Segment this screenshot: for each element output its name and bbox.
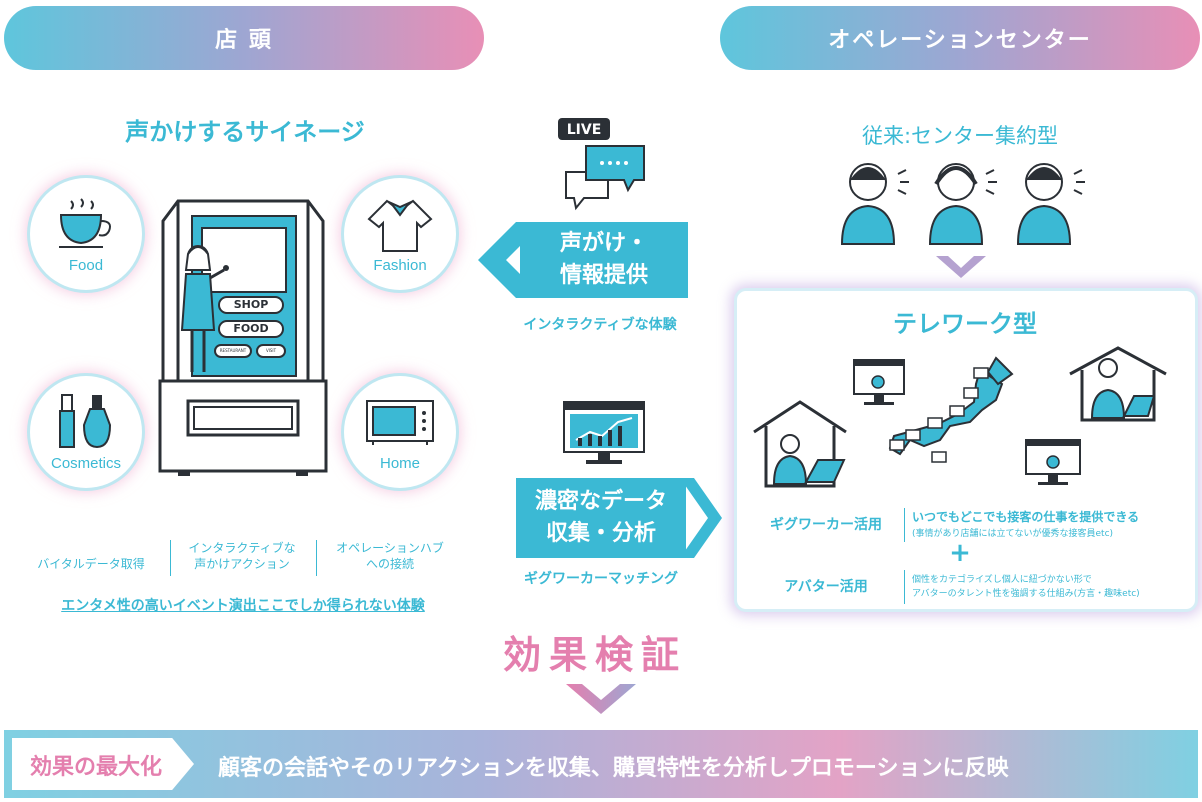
gig-main-text: いつでもどこでも接客の仕事を提供できる — [912, 510, 1140, 524]
food-bubble: Food — [30, 178, 142, 290]
right-chevron — [680, 478, 724, 562]
kiosk-visit-button: VISIT — [256, 344, 286, 358]
data-analysis-line2: 収集・分析 — [545, 521, 656, 546]
chevron-down-small-icon — [936, 256, 986, 278]
telework-box — [734, 288, 1198, 612]
signage-title: 声かけするサイネージ — [125, 118, 365, 146]
data-analysis-band: 濃密なデータ 収集・分析 — [516, 478, 686, 558]
voice-info-band: 声がけ・ 情報提供 — [520, 222, 688, 298]
shirt-icon — [367, 199, 433, 252]
kiosk-shop-button: SHOP — [218, 296, 284, 314]
storefront-header: 店 頭 — [4, 6, 484, 70]
feature-hub: オペレーションハブ への接続 — [336, 541, 444, 571]
footer-label: 効果の最大化 — [29, 755, 162, 780]
small-down-chevron — [936, 256, 986, 282]
remote-workers-map-icon — [753, 346, 1167, 488]
gig-divider — [904, 508, 905, 542]
microwave-icon — [366, 400, 434, 445]
footer-bar — [4, 730, 1198, 798]
storefront-title: 店 頭 — [215, 28, 273, 53]
monitor-chart — [562, 400, 646, 470]
operators-row — [838, 158, 1098, 250]
chevron-down-icon — [566, 684, 636, 714]
effect-verification-title: 効果検証 — [502, 633, 687, 677]
avatar-line2: アバターのタレント性を強調する仕組み(方言・趣味etc) — [912, 589, 1140, 599]
live-chat-icon — [556, 116, 652, 216]
interactive-experience-caption: インタラクティブな体験 — [523, 317, 677, 333]
analytics-monitor-icon — [563, 401, 645, 464]
chevron-left-icon — [478, 222, 544, 298]
left-chevron — [478, 222, 548, 302]
feature-interactive: インタラクティブな 声かけアクション — [188, 541, 296, 571]
kiosk-food-button: FOOD — [218, 320, 284, 338]
footer-label-box — [12, 738, 194, 790]
food-label: Food — [68, 257, 104, 274]
footer-text: 顧客の会話やそのリアクションを収集、購買特性を分析しプロモーションに反映 — [218, 756, 1009, 781]
gig-worker-label: ギグワーカー活用 — [770, 517, 882, 533]
woman-icon — [180, 245, 229, 372]
avatar-divider — [904, 570, 905, 604]
coffee-cup-icon — [59, 198, 111, 248]
cosmetics-label: Cosmetics — [50, 455, 121, 472]
operators-icon — [840, 163, 1085, 245]
feature-vital-data: バイタルデータ取得 — [37, 557, 145, 571]
voice-info-line1: 声がけ・ — [559, 231, 648, 256]
plus-sign: + — [949, 538, 971, 568]
fashion-bubble: Fashion — [344, 178, 456, 290]
down-chevron — [566, 684, 636, 718]
home-label: Home — [379, 455, 420, 472]
data-analysis-line1: 濃密なデータ — [534, 489, 667, 514]
conventional-title: 従来:センター集約型 — [861, 124, 1059, 148]
chat-bubbles-icon — [558, 118, 645, 211]
avatar-line1: 個性をカテゴライズし個人に紐づかない形で — [912, 575, 1092, 585]
kiosk-restaurant-button: RESTAURANT — [214, 344, 252, 358]
signage-tagline: エンタメ性の高いイベント演出ここでしか得られない体験 — [61, 598, 425, 614]
cosmetics-icon — [59, 394, 112, 449]
operation-center-title: オペレーションセンター — [828, 28, 1092, 53]
avatar-label: アバター活用 — [784, 579, 868, 595]
home-bubble: Home — [344, 376, 456, 488]
chevron-right-icon — [680, 478, 722, 558]
gig-matching-caption: ギグワーカーマッチング — [524, 571, 678, 587]
fashion-label: Fashion — [373, 257, 427, 274]
feature-divider-2 — [316, 540, 317, 576]
cosmetics-bubble: Cosmetics — [30, 376, 142, 488]
telework-title: テレワーク型 — [893, 310, 1037, 338]
live-badge: LIVE — [566, 122, 602, 138]
operation-center-header: オペレーションセンター — [720, 6, 1200, 70]
staff-figure — [176, 240, 232, 384]
telework-illustration — [750, 344, 1180, 498]
feature-divider-1 — [170, 540, 171, 576]
gig-sub-text: (事情があり店舗には立てないが優秀な接客員etc) — [912, 529, 1114, 539]
voice-info-line2: 情報提供 — [559, 263, 648, 288]
